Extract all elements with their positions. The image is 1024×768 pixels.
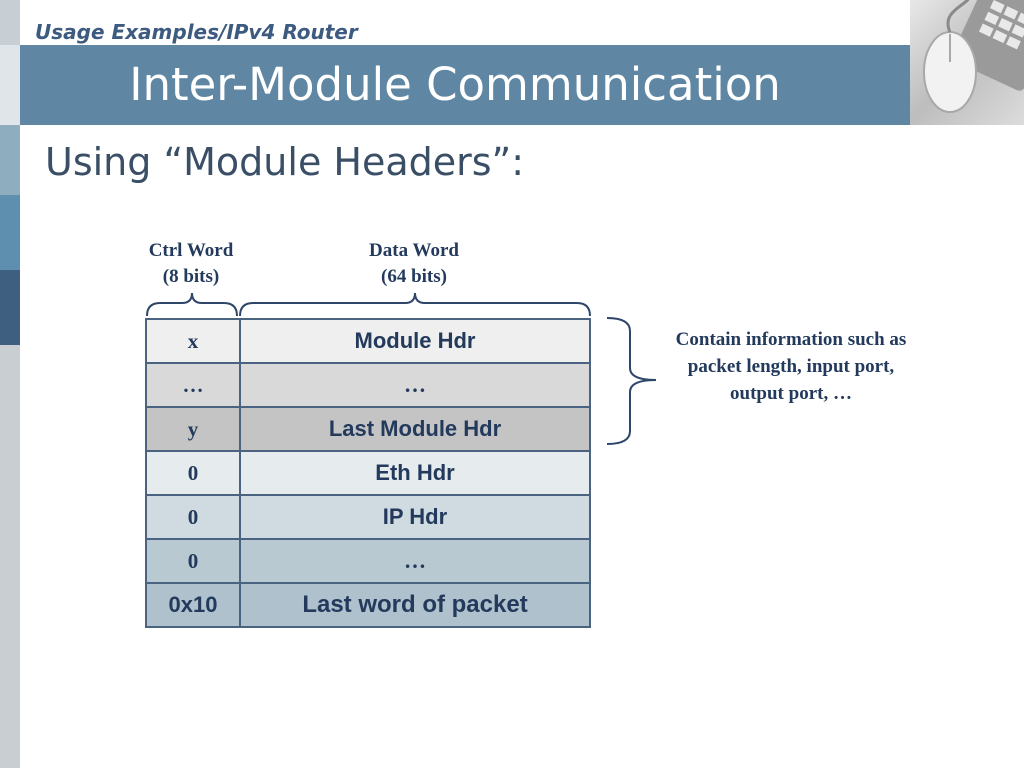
data-cell: … [404,372,426,397]
ctrl-word-brace [146,292,238,317]
data-cell: Last word of packet [302,591,528,618]
slide-subtitle: Using “Module Headers”: [45,140,525,184]
ctrl-word-label: Ctrl Word (8 bits) [135,238,247,290]
table-row: 0 … [147,540,589,584]
ctrl-cell: x [147,320,241,362]
ctrl-cell: … [147,364,241,406]
slide-title: Inter-Module Communication [129,58,781,111]
decor-stripe [0,125,20,195]
ctrl-word-label-line: Ctrl Word [148,240,234,261]
title-bar [20,45,910,125]
data-cell: IP Hdr [382,504,448,529]
data-cell: Last Module Hdr [328,416,502,441]
table-row: y Last Module Hdr [147,408,589,452]
data-word-label-line: (64 bits) [381,266,447,287]
data-word-brace [239,292,591,317]
decor-stripe [0,45,20,125]
ctrl-cell: 0 [147,452,241,494]
decor-stripe [0,270,20,345]
data-word-label-line: Data Word [369,240,459,261]
module-header-annotation: Contain information such as packet lengt… [675,329,907,404]
decor-stripe [0,345,20,768]
ctrl-cell: y [147,408,241,450]
ctrl-word-label-line: (8 bits) [162,266,220,287]
packet-word-table: x Module Hdr … … y Last Module Hdr 0 Eth… [145,318,591,628]
module-header-brace [606,317,657,445]
breadcrumb: Usage Examples/IPv4 Router [35,20,358,44]
table-row: 0 Eth Hdr [147,452,589,496]
table-row: … … [147,364,589,408]
table-row: 0x10 Last word of packet [147,584,589,626]
table-row: x Module Hdr [147,320,589,364]
table-row: 0 IP Hdr [147,496,589,540]
keyboard-mouse-image [910,0,1024,125]
data-word-label: Data Word (64 bits) [340,238,488,290]
data-cell: … [404,548,426,573]
ctrl-cell: 0 [147,496,241,538]
decor-stripe [0,0,20,45]
ctrl-cell: 0 [147,540,241,582]
decor-stripe [0,195,20,270]
data-cell: Eth Hdr [375,460,455,485]
data-cell: Module Hdr [354,328,476,353]
ctrl-cell: 0x10 [147,584,241,626]
